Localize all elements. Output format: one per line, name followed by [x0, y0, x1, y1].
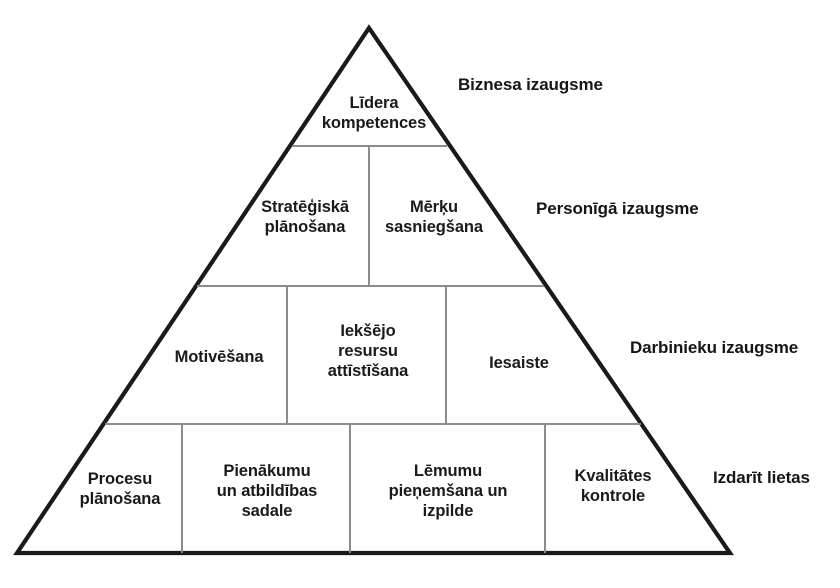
cell-procesu-planosana: Procesu plānošana — [79, 469, 161, 508]
side-label-tier-4: Izdarīt lietas — [713, 467, 810, 487]
cell-ieksejo-resursu-attistisana: Iekšējo resursu attīstīšana — [327, 321, 409, 381]
cell-pienakumu-atbildibas-sadale: Pienākumu un atbildības sadale — [216, 461, 318, 521]
cell-motivesana: Motivēšana — [174, 347, 264, 366]
pyramid-divider-lines — [105, 145, 641, 553]
cell-iesaiste: Iesaiste — [489, 353, 549, 372]
pyramid-outline — [13, 24, 734, 556]
side-label-tier-2: Personīgā izaugsme — [536, 198, 699, 218]
cell-kvalitates-kontrole: Kvalitātes kontrole — [574, 466, 652, 505]
side-label-tier-1: Biznesa izaugsme — [458, 74, 603, 94]
cell-merku-sasniegsana: Mērķu sasniegšana — [385, 197, 483, 236]
cell-lemumu-pienemsana-izpilde: Lēmumu pieņemšana un izpilde — [388, 461, 508, 521]
pyramid-body — [13, 24, 734, 556]
cell-strategiska-planosana: Stratēģiskā plānošana — [261, 197, 349, 236]
side-label-tier-3: Darbinieku izaugsme — [630, 337, 799, 357]
cell-lidera-kompetences: Līdera kompetences — [321, 93, 427, 132]
